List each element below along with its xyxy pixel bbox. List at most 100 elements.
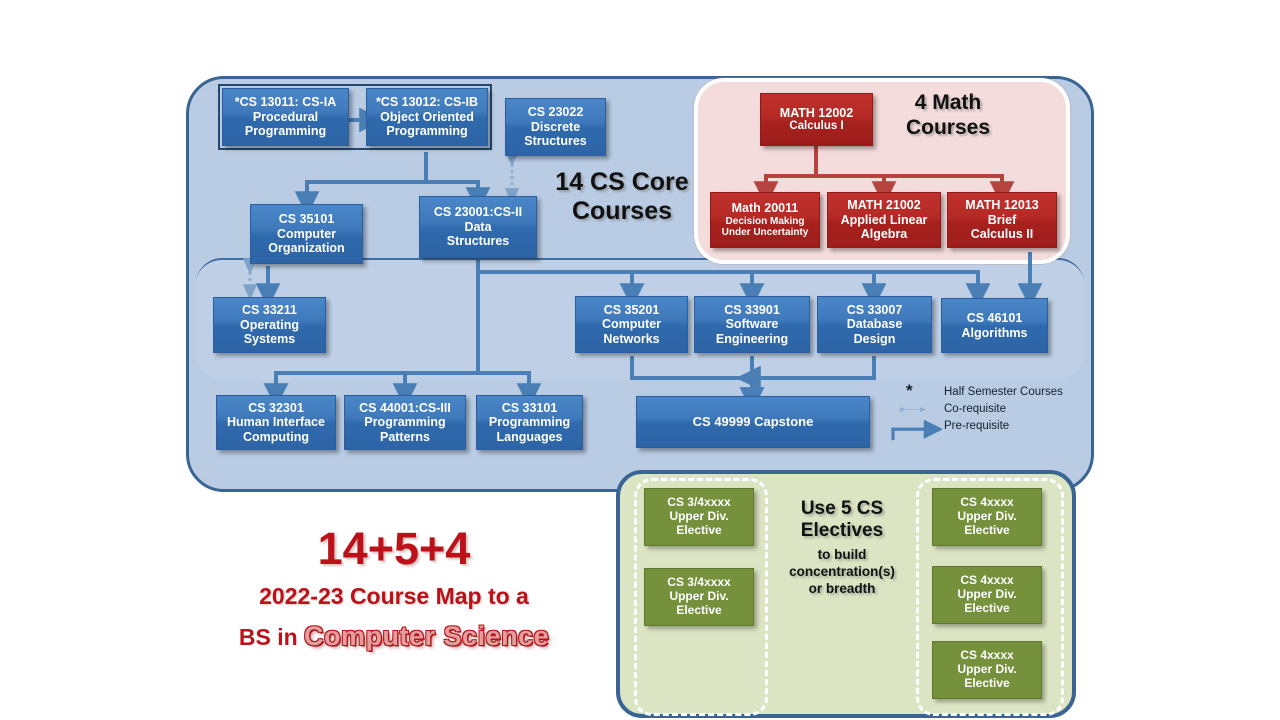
- cs1-pair-outline: [218, 84, 492, 150]
- course-box-cs32301[interactable]: CS 32301 Human Interface Computing: [216, 395, 336, 450]
- course-line: Algorithms: [961, 325, 1028, 340]
- course-line: Systems: [243, 332, 296, 347]
- course-line: *CS 13012: CS-IB: [375, 95, 479, 110]
- course-line: MATH 21002: [847, 198, 921, 213]
- course-box-math12013[interactable]: MATH 12013 Brief Calculus II: [947, 192, 1057, 248]
- course-line: CS 23022: [527, 105, 584, 120]
- course-box-cs33901[interactable]: CS 33901 Software Engineering: [694, 296, 810, 353]
- course-line: Upper Div.: [669, 509, 729, 524]
- course-line: Decision Making: [725, 215, 805, 227]
- course-line: Structures: [446, 234, 510, 249]
- course-line: Human Interface: [227, 415, 325, 430]
- course-line: Operating: [239, 317, 300, 332]
- course-box-cs23022[interactable]: CS 23022 Discrete Structures: [505, 98, 606, 156]
- course-line: Upper Div.: [957, 509, 1017, 524]
- course-line: Calculus II: [970, 227, 1034, 242]
- elective-box-left-2[interactable]: CS 3/4xxxx Upper Div. Elective: [644, 568, 754, 626]
- course-line: Computing: [243, 429, 309, 444]
- course-box-math21002[interactable]: MATH 21002 Applied Linear Algebra: [827, 192, 941, 248]
- course-box-math12002[interactable]: MATH 12002 Calculus I: [760, 93, 873, 146]
- title-line-2: 2022-23 Course Map to a: [259, 583, 529, 610]
- course-line: Database: [846, 317, 903, 332]
- course-line: Procedural: [252, 109, 319, 124]
- elective-box-right-1[interactable]: CS 4xxxx Upper Div. Elective: [932, 488, 1042, 546]
- course-line: Engineering: [715, 331, 789, 346]
- electives-sub-line: concentration(s): [789, 564, 895, 580]
- course-line: Programming: [386, 124, 468, 139]
- course-line: CS 4xxxx: [960, 648, 1014, 663]
- course-line: Languages: [496, 429, 563, 444]
- course-line: Applied Linear: [840, 212, 928, 227]
- course-line: CS 44001:CS-III: [359, 400, 451, 415]
- elective-box-right-2[interactable]: CS 4xxxx Upper Div. Elective: [932, 566, 1042, 624]
- course-box-cs13012[interactable]: *CS 13012: CS-IB Object Oriented Program…: [366, 88, 488, 146]
- heading-line: 14 CS Core: [555, 168, 689, 196]
- course-line: CS 35101: [278, 212, 335, 227]
- course-box-cs23001[interactable]: CS 23001:CS-II Data Structures: [419, 196, 537, 258]
- course-line: Upper Div.: [957, 662, 1017, 677]
- elective-box-right-3[interactable]: CS 4xxxx Upper Div. Elective: [932, 641, 1042, 699]
- course-box-cs35101[interactable]: CS 35101 Computer Organization: [250, 204, 363, 264]
- course-line: Math 20011: [731, 201, 799, 216]
- electives-sub-line: or breadth: [808, 581, 876, 597]
- electives-left-dashed-group: [634, 478, 768, 716]
- course-line: Elective: [964, 522, 1010, 537]
- legend: * Half Semester Courses Co-requisite: [888, 381, 1078, 441]
- electives-heading: Use 5 CS Electives to build concentratio…: [772, 498, 912, 598]
- course-line: Discrete: [530, 119, 581, 134]
- course-line: Programming: [488, 415, 571, 430]
- course-line: CS 33101: [501, 400, 558, 415]
- course-line: Data: [464, 219, 492, 234]
- legend-label: Pre-requisite: [944, 420, 1010, 432]
- course-line: Algebra: [860, 227, 908, 242]
- course-line: CS 33211: [242, 303, 297, 318]
- course-box-cs49999[interactable]: CS 49999 Capstone: [636, 396, 870, 448]
- legend-label: Co-requisite: [944, 403, 1006, 415]
- course-line: Computer: [276, 226, 337, 241]
- heading-line: Electives: [800, 520, 884, 542]
- course-box-cs13011[interactable]: *CS 13011: CS-IA Procedural Programming: [222, 88, 349, 146]
- course-line: Structures: [524, 134, 587, 149]
- course-box-cs35201[interactable]: CS 35201 Computer Networks: [575, 296, 688, 353]
- electives-right-dashed-group: [916, 478, 1064, 716]
- course-line: *CS 13011: CS-IA: [234, 95, 337, 110]
- heading-line: 4 Math: [914, 91, 982, 114]
- heading-line: Use 5 CS: [800, 498, 884, 519]
- math-panel-heading: 4 Math Courses: [862, 90, 1034, 140]
- course-line: Upper Div.: [957, 587, 1017, 602]
- core-panel-heading: 14 CS Core Courses: [534, 168, 710, 226]
- corequisite-arrow-icon: [900, 407, 927, 412]
- course-line: MATH 12013: [965, 198, 1039, 213]
- course-box-cs33007[interactable]: CS 33007 Database Design: [817, 296, 932, 353]
- course-line: CS 23001:CS-II: [433, 205, 523, 220]
- course-line: CS 3/4xxxx: [667, 495, 731, 510]
- course-line: Programming: [244, 124, 327, 139]
- course-line: Calculus I: [789, 120, 844, 133]
- course-line: MATH 12002: [779, 105, 854, 120]
- major-name: Computer Science: [304, 621, 550, 652]
- course-box-math20011[interactable]: Math 20011 Decision Making Under Uncerta…: [710, 192, 820, 248]
- elective-box-left-1[interactable]: CS 3/4xxxx Upper Div. Elective: [644, 488, 754, 546]
- course-line: Programming: [364, 415, 446, 430]
- course-line: Computer: [601, 317, 662, 332]
- legend-row-half-semester: * Half Semester Courses: [888, 381, 1078, 401]
- course-line: Organization: [268, 241, 345, 256]
- course-line: Software: [725, 317, 779, 332]
- course-box-cs33211[interactable]: CS 33211 Operating Systems: [213, 297, 326, 353]
- course-line: Elective: [964, 600, 1010, 615]
- course-line: CS 35201: [603, 302, 660, 317]
- course-box-cs44001[interactable]: CS 44001:CS-III Programming Patterns: [344, 395, 466, 450]
- legend-row-corequisite: Co-requisite: [888, 401, 1078, 418]
- course-line: Brief: [987, 212, 1017, 227]
- legend-row-prerequisite: Pre-requisite: [888, 418, 1078, 441]
- course-line: CS 33901: [724, 302, 780, 317]
- course-box-cs33101[interactable]: CS 33101 Programming Languages: [476, 395, 583, 450]
- heading-line: Courses: [905, 116, 991, 140]
- course-line: CS 4xxxx: [960, 495, 1014, 510]
- legend-label: Half Semester Courses: [944, 386, 1063, 398]
- course-box-cs46101[interactable]: CS 46101 Algorithms: [941, 298, 1048, 353]
- electives-sub-line: to build: [817, 546, 867, 562]
- course-line: Under Uncertainty: [721, 227, 809, 239]
- asterisk-icon: *: [906, 381, 913, 400]
- title-block: 14+5+4 2022-23 Course Map to a BS in Com…: [186, 525, 602, 652]
